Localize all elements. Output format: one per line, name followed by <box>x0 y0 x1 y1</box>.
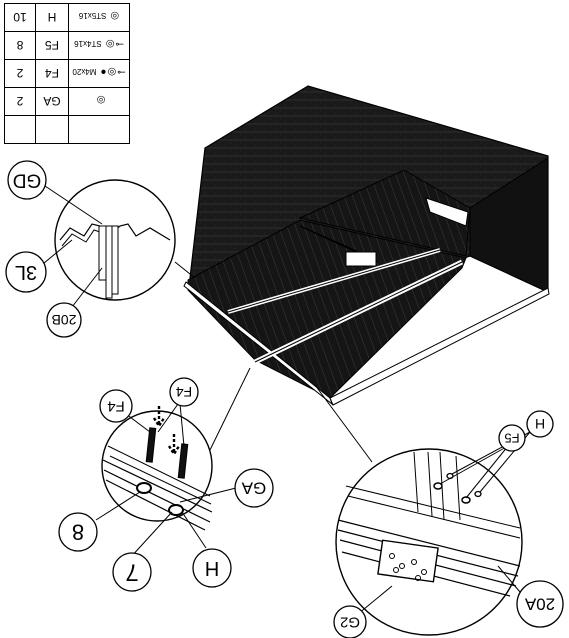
washer-icon <box>136 482 152 494</box>
callout-circle <box>526 410 554 438</box>
callout-7: 7 <box>112 552 152 592</box>
callout-label: GA <box>241 479 266 498</box>
connector-line <box>209 367 251 451</box>
callout-label: H <box>535 416 545 432</box>
arrow-down-icon <box>167 434 181 457</box>
leader-line <box>95 491 141 521</box>
shed-base-frame-right <box>329 287 550 406</box>
callout-label: 3L <box>15 261 37 283</box>
leader-line <box>179 403 185 447</box>
callout-20b: 20B <box>46 302 82 338</box>
detail-circle <box>101 410 213 522</box>
callout-label: 20A <box>524 595 555 614</box>
callout-ga: GA <box>234 468 274 508</box>
arrow-down-icon <box>152 406 166 429</box>
floor-rail <box>254 261 463 363</box>
panel-insert <box>105 225 113 299</box>
hole <box>411 559 417 565</box>
callout-circle <box>5 251 47 293</box>
callout-g2: G2 <box>333 605 367 638</box>
leader-line <box>439 445 509 485</box>
leader-line <box>357 585 393 615</box>
vent-opening <box>345 251 377 267</box>
callout-circle <box>58 512 98 552</box>
callout-circle <box>112 552 152 592</box>
callout-circle <box>46 302 82 338</box>
leader-line <box>41 183 103 225</box>
callout-h-right: H <box>526 410 554 438</box>
bracket-plate <box>377 539 439 583</box>
callout-20a: 20A <box>516 580 564 628</box>
callout-circle <box>234 468 274 508</box>
callout-circle <box>192 548 232 588</box>
callout-circle <box>169 377 199 407</box>
callout-label: H <box>205 557 219 579</box>
shed-side-right <box>469 157 549 293</box>
connector-line <box>314 384 373 463</box>
profile-line <box>61 229 101 247</box>
hole <box>421 569 427 575</box>
callout-label: G2 <box>340 614 360 631</box>
callout-circle <box>333 605 367 638</box>
washer-icon <box>168 504 184 516</box>
callout-3l: 3L <box>5 251 47 293</box>
leader-line <box>129 511 173 559</box>
hole <box>389 553 395 559</box>
washer-icon <box>461 496 471 504</box>
callout-label: 8 <box>72 520 84 545</box>
washer-icon <box>474 490 482 498</box>
callout-circle <box>516 580 564 628</box>
callout-label: GD <box>13 170 42 191</box>
callout-label: F4 <box>176 384 193 400</box>
callout-h-bottom: H <box>192 548 232 588</box>
callout-gd: GD <box>7 160 47 200</box>
detail-circle-gd <box>37 179 196 321</box>
callout-f5: F5 <box>498 424 526 452</box>
leader-line <box>465 445 509 499</box>
vent-opening <box>425 197 469 227</box>
callout-f4-left: F4 <box>99 389 133 423</box>
leader-line <box>179 487 237 503</box>
callout-label: 7 <box>125 559 138 586</box>
leader-line <box>497 565 521 593</box>
shed-body <box>183 85 550 406</box>
leader-line <box>157 403 179 433</box>
post-lines <box>413 451 461 521</box>
connector-line <box>174 261 196 279</box>
hole <box>415 575 421 581</box>
hole <box>393 567 399 573</box>
washer-icon <box>433 482 443 490</box>
rail-lines <box>107 445 212 505</box>
panel-insert <box>111 225 119 295</box>
bolt-shank <box>177 443 189 479</box>
callout-label: F4 <box>107 398 125 415</box>
panel-insert <box>98 225 107 281</box>
shed-side-panel <box>298 169 471 257</box>
callout-circle <box>99 389 133 423</box>
callout-8: 8 <box>58 512 98 552</box>
callout-circle <box>498 424 526 452</box>
leader-line <box>181 511 207 549</box>
detail-circle-bolts <box>95 367 251 559</box>
callout-label: F5 <box>504 431 519 446</box>
bolt-shank <box>145 427 157 463</box>
floor-rail <box>227 249 441 313</box>
detail-circle <box>335 448 523 636</box>
callout-circle <box>7 160 47 200</box>
hole <box>399 563 405 569</box>
rail-lines <box>345 485 521 539</box>
callout-label: 20B <box>52 312 77 328</box>
detail-circle-rail <box>314 384 531 636</box>
callout-f4-right: F4 <box>169 377 199 407</box>
leader-line <box>125 413 151 433</box>
shed-base-frame <box>183 281 334 406</box>
